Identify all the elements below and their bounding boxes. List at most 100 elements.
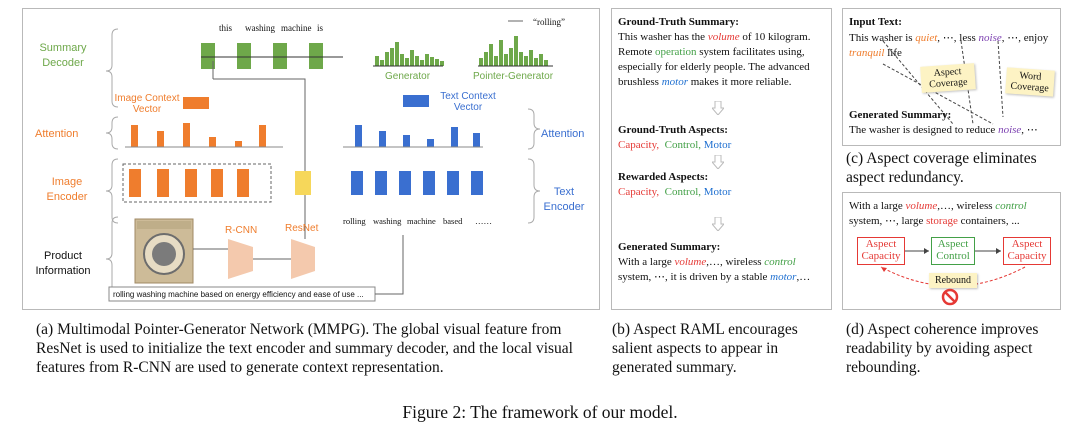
image-encoder-cell: [237, 169, 249, 197]
pointer-generator-bar: [524, 56, 528, 66]
generator-bar: [390, 48, 394, 66]
label-pointer-generator: Pointer-Generator: [473, 71, 554, 82]
panel-aspect-coherence: With a large volume,…, wireless control …: [842, 192, 1061, 310]
figure-caption: Figure 2: The framework of our model.: [402, 402, 678, 422]
text-attention-bar: [379, 131, 386, 147]
text-encoder-cell: [399, 171, 411, 195]
decoder-word-2: washing: [245, 23, 275, 33]
image-encoder-cell: [185, 169, 197, 197]
aspect-coverage-note: Aspect Coverage: [920, 63, 976, 93]
decoder-word-1: this: [219, 23, 233, 33]
generated-summary-text-c: The washer is designed to reduce noise, …: [849, 124, 1038, 136]
generator-bar: [385, 52, 389, 66]
aspect-control-box: Aspect Control: [931, 237, 975, 265]
pointer-generator-bar: [479, 58, 483, 66]
generated-summary-text: With a large volume,…, wireless control …: [618, 256, 811, 283]
encoder-word-3: machine: [407, 216, 436, 226]
pointer-generator-bar: [519, 52, 523, 66]
label-attention-right: Attention: [541, 128, 585, 140]
label-resnet: ResNet: [285, 223, 319, 234]
panel-aspect-raml: Ground-Truth Summary: This washer has th…: [611, 8, 832, 310]
label-image-encoder: Image Encoder: [46, 176, 88, 203]
generator-bar: [420, 60, 424, 66]
pointer-generator-bar: [509, 48, 513, 66]
pointer-generator-bar: [499, 40, 503, 66]
encoder-word-2: washing: [373, 216, 402, 226]
down-arrow-icon: [712, 217, 724, 231]
generated-summary-title-c: Generated Summary:: [849, 109, 952, 121]
label-image-context-vector: Image Context Vector: [114, 93, 180, 115]
decoder-cell-4: [309, 43, 323, 69]
pointer-generator-bar: [484, 52, 488, 66]
rewarded-aspects-title: Rewarded Aspects:: [618, 171, 709, 183]
pointer-generator-bar: [504, 54, 508, 66]
image-attention-bar: [235, 141, 242, 147]
panel-mmpg: this washing machine is “rolling” Summar…: [22, 8, 600, 310]
caption-c: (c) Aspect coverage eliminates aspect re…: [846, 150, 1037, 186]
panel-aspect-coverage: Input Text: This washer is quiet, ⋯, les…: [842, 8, 1061, 146]
text-attention-bar: [403, 135, 410, 147]
gt-summary-title: Ground-Truth Summary:: [618, 16, 739, 28]
gt-aspects-title: Ground-Truth Aspects:: [618, 124, 728, 136]
rewarded-aspects: Capacity, Control, Motor: [618, 186, 732, 198]
encoder-word-5: ……: [475, 216, 492, 226]
generator-bar: [405, 58, 409, 66]
text-encoder-cell: [423, 171, 435, 195]
image-attention-bar: [209, 137, 216, 147]
generated-summary-title: Generated Summary:: [618, 241, 721, 253]
input-text: This washer is quiet, ⋯, less noise, ⋯, …: [849, 32, 1049, 59]
image-attention-bar: [183, 123, 190, 147]
rebound-label: Rebound: [929, 273, 977, 288]
pointer-generator-bar: [489, 44, 493, 66]
label-attention-left: Attention: [35, 128, 79, 140]
word-coverage-note: Word Coverage: [1005, 67, 1055, 97]
gt-aspects: Capacity, Control, Motor: [618, 139, 732, 151]
pointer-generator-bar: [529, 50, 533, 66]
caption-b: (b) Aspect RAML encourages salient aspec…: [612, 321, 798, 376]
text-attention-bar: [427, 139, 434, 147]
image-encoder-cell: [211, 169, 223, 197]
no-entry-icon: [941, 288, 959, 306]
label-text-context-vector: Text Context Vector: [440, 91, 496, 113]
generator-bar: [415, 56, 419, 66]
pointer-generator-bar: [534, 58, 538, 66]
generator-bar: [440, 61, 444, 66]
aspect-capacity-box-1: Aspect Capacity: [857, 237, 905, 265]
generator-bar: [395, 42, 399, 66]
aspect-capacity-box-2: Aspect Capacity: [1003, 237, 1051, 265]
label-text-encoder: Text Encoder: [543, 186, 585, 213]
caption-d: (d) Aspect coherence improves readabilit…: [846, 321, 1039, 376]
generator-bar: [400, 54, 404, 66]
decoder-cell-3: [273, 43, 287, 69]
decoder-cell-1: [201, 43, 215, 69]
decoder-word-3: machine: [281, 23, 312, 33]
pointer-generator-bar: [544, 60, 548, 66]
label-product-information: Product Information: [35, 250, 91, 277]
generator-bar: [430, 57, 434, 66]
generator-bar: [410, 50, 414, 66]
caption-a: (a) Multimodal Pointer-Generator Network…: [36, 321, 573, 376]
image-attention-bar: [131, 125, 138, 147]
text-encoder-cell: [471, 171, 483, 195]
coherence-text: With a large volume,…, wireless control …: [849, 200, 1027, 227]
encoder-word-1: rolling: [343, 216, 366, 226]
text-encoder-cell: [351, 171, 363, 195]
image-attention-bar: [157, 131, 164, 147]
decoder-word-4: is: [317, 23, 324, 33]
text-attention-bar: [355, 125, 362, 147]
decoder-cell-2: [237, 43, 251, 69]
down-arrow-icon: [712, 155, 724, 169]
product-text: rolling washing machine based on energy …: [113, 290, 364, 299]
text-attention-bar: [473, 133, 480, 147]
label-rcnn: R-CNN: [225, 225, 258, 236]
input-text-title: Input Text:: [849, 16, 902, 28]
image-attention-bar: [259, 125, 266, 147]
pointer-generator-bar: [539, 54, 543, 66]
mmpg-diagram: [105, 20, 553, 302]
text-encoder-cell: [447, 171, 459, 195]
encoder-word-4: based: [443, 216, 463, 226]
rolling-quote: “rolling”: [533, 17, 565, 27]
text-attention-bar: [451, 127, 458, 147]
label-summary-decoder: Summary Decoder: [39, 42, 87, 69]
down-arrow-icon: [712, 101, 724, 115]
